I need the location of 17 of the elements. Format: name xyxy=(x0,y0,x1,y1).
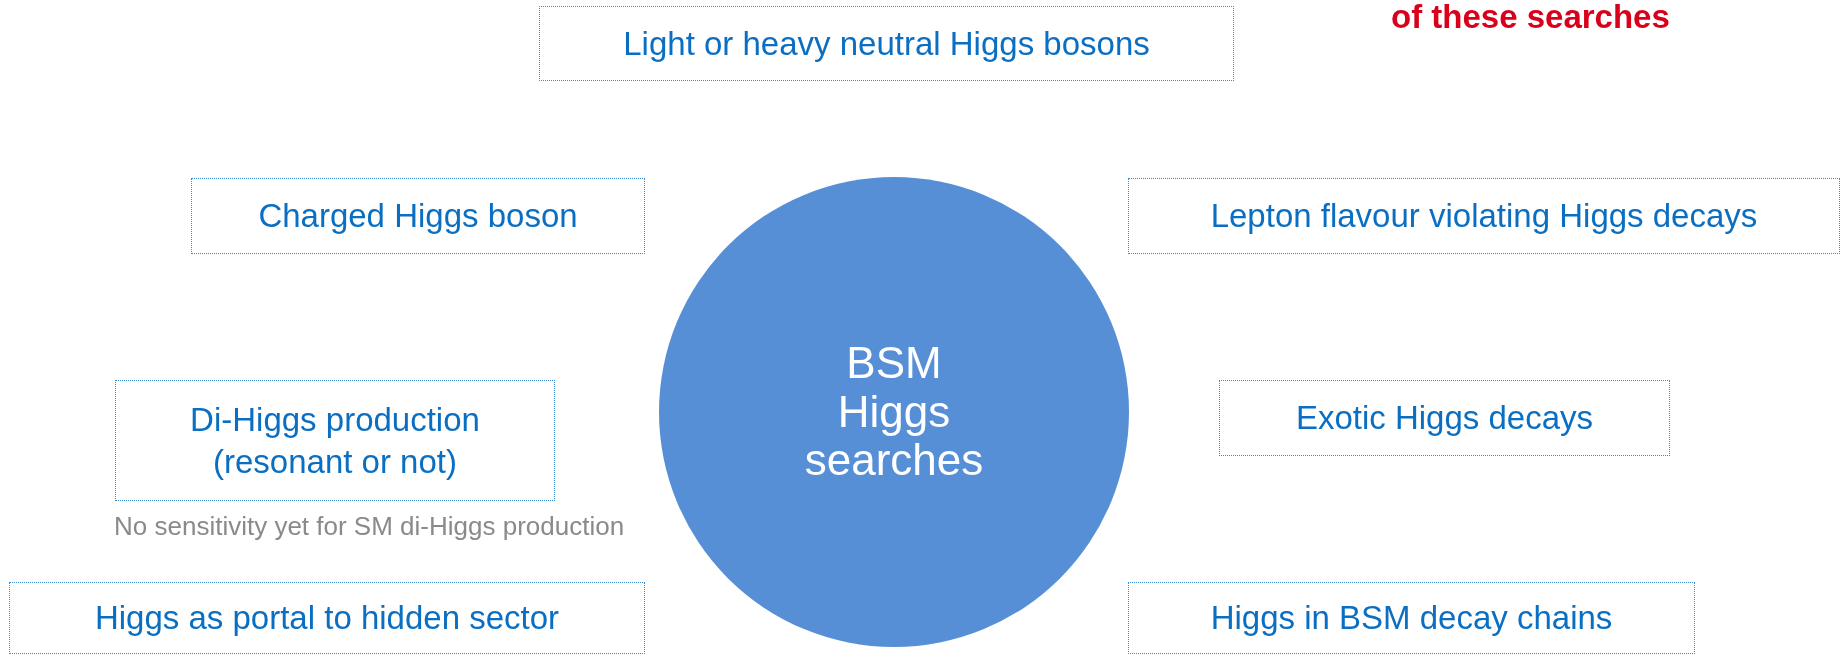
topic-label: Light or heavy neutral Higgs bosons xyxy=(623,23,1150,64)
note-text: No sensitivity yet for SM di-Higgs production xyxy=(114,511,625,542)
topic-box xyxy=(1219,380,1670,456)
highlight-text: of these searches xyxy=(1391,0,1670,33)
topic-box xyxy=(1128,582,1695,654)
topic-box xyxy=(115,380,555,501)
topic-box xyxy=(539,6,1234,81)
topic-label: Exotic Higgs decays xyxy=(1295,398,1594,439)
topic-box xyxy=(9,582,645,654)
topic-box xyxy=(191,178,645,254)
topic-label: Di-Higgs production (resonant or not) xyxy=(189,400,481,482)
topic-label: Charged Higgs boson xyxy=(258,196,578,237)
circle-title: BSM Higgs searches xyxy=(804,339,984,485)
topic-box xyxy=(1128,178,1840,254)
topic-label: Higgs in BSM decay chains xyxy=(1210,598,1613,639)
topic-label: Lepton flavour violating Higgs decays xyxy=(1210,196,1758,237)
topic-label: Higgs as portal to hidden sector xyxy=(94,598,560,639)
